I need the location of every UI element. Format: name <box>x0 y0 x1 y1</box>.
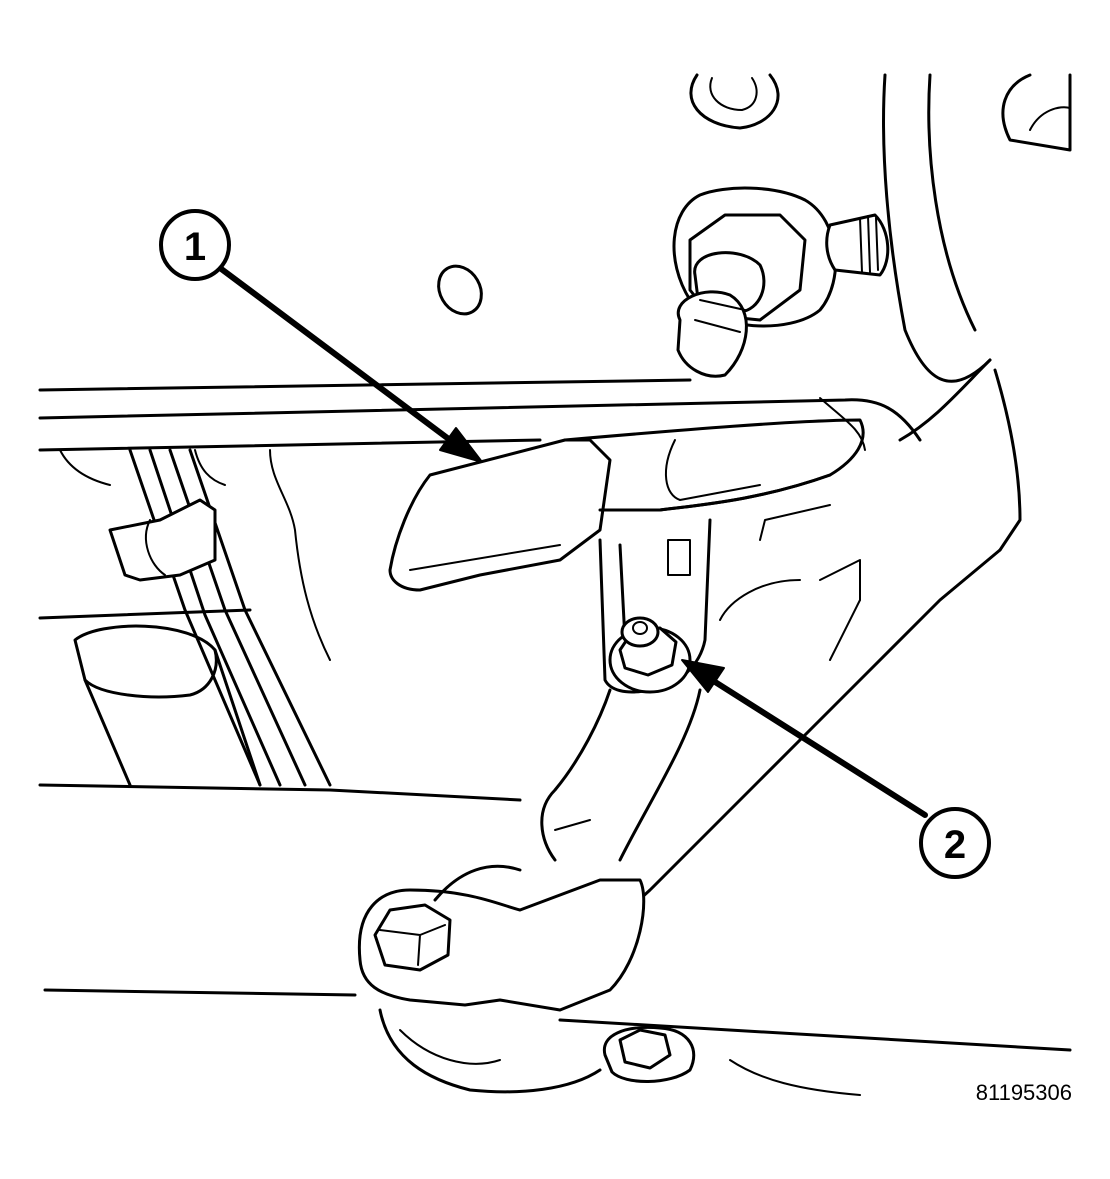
callout-2-label: 2 <box>944 823 966 867</box>
lower-casting <box>357 864 861 1096</box>
bracket-stud-assembly <box>540 504 831 862</box>
callout-1: 1 <box>159 209 231 281</box>
figure-id: 81195306 <box>975 1080 1072 1105</box>
upper-bolt <box>672 186 890 378</box>
upper-block-outline <box>437 73 1072 383</box>
heat-shield <box>388 418 865 592</box>
leader-line-2 <box>681 659 928 818</box>
left-components <box>59 448 332 787</box>
callout-2: 2 <box>919 807 991 879</box>
leader-line-1 <box>217 265 483 463</box>
callout-1-label: 1 <box>184 225 206 269</box>
